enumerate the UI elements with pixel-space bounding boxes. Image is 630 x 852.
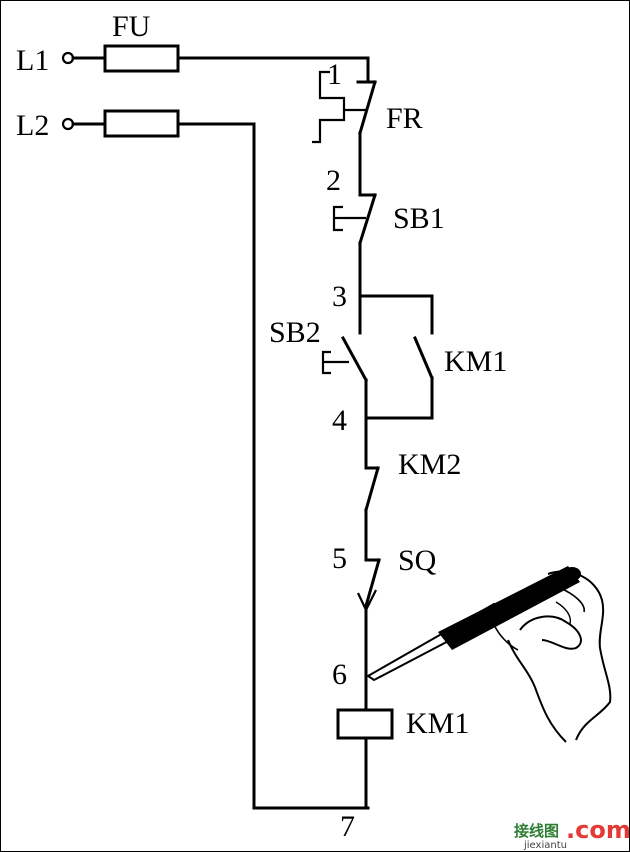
coil-label: KM1 [406, 707, 469, 740]
fuse-l1 [103, 44, 180, 73]
node-7: 7 [340, 810, 355, 843]
sb1-label: SB1 [393, 202, 445, 235]
fr-label: FR [386, 102, 423, 135]
node-4: 4 [332, 404, 347, 437]
sb2-contact [321, 294, 369, 420]
l1-label: L1 [16, 44, 49, 77]
km2-label: KM2 [398, 448, 461, 481]
node-3: 3 [332, 280, 347, 313]
watermark-url: jiexiantu [523, 840, 567, 851]
km2-contact [364, 466, 380, 562]
sb2-label: SB2 [269, 316, 321, 349]
l2-label: L2 [16, 109, 49, 142]
node-5: 5 [332, 542, 347, 575]
km1-contact-label: KM1 [444, 345, 507, 378]
fuse-label: FU [112, 10, 151, 43]
sb1-contact [332, 193, 377, 298]
node-1: 1 [327, 58, 342, 91]
fuse-l2 [103, 109, 180, 138]
km1-aux-contact [413, 336, 434, 420]
test-pen-illustration [366, 566, 612, 743]
node-2: 2 [326, 164, 341, 197]
sq-contact [357, 558, 381, 712]
sq-label: SQ [398, 544, 437, 577]
watermark-cn: 接线图 [514, 822, 559, 840]
km1-coil [336, 708, 394, 740]
watermark-com: .com [566, 816, 630, 844]
fr-contact [312, 70, 377, 197]
node-6: 6 [332, 658, 347, 691]
